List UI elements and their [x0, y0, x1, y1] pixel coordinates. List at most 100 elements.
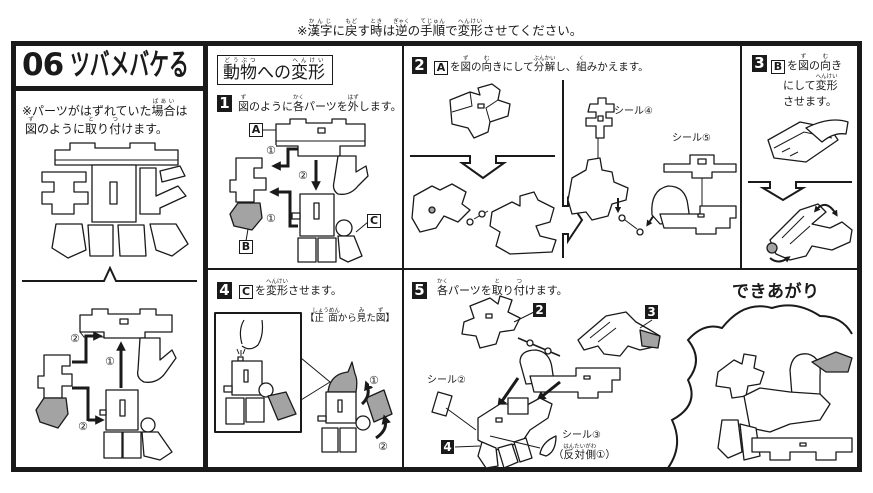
- detail-line: [781, 215, 811, 245]
- remove-arrow: [271, 147, 298, 171]
- furigana-word: 図ず: [375, 308, 386, 324]
- leg-part: [339, 427, 357, 453]
- furigana-word: 変形へんけい: [291, 58, 325, 83]
- slot: [119, 318, 129, 325]
- slot: [583, 375, 591, 380]
- arrow-label: ①: [369, 374, 379, 387]
- leg-part: [225, 397, 245, 425]
- part-b-wing: [805, 119, 849, 143]
- arrow-label: ①: [105, 355, 115, 368]
- arrow-label: ②: [78, 420, 88, 433]
- head-dome: [327, 361, 358, 393]
- sticker-window: [697, 158, 707, 165]
- small-part: [624, 219, 638, 230]
- furigana-word: 時とき: [370, 19, 383, 38]
- completed-label: できあがり: [732, 282, 820, 302]
- sticker-5-label: シール⑤: [672, 133, 711, 144]
- furigana-word: 漢字かんじ: [307, 19, 333, 38]
- step-3-instruction-line-2: にして変形へんけい: [783, 74, 838, 92]
- leg-part: [477, 441, 499, 469]
- step-5-instruction: 各かくパーツを取とり付つけます。: [437, 279, 568, 297]
- small-part: [526, 339, 534, 347]
- rotate-arrow: [375, 414, 391, 440]
- leg-part: [717, 419, 743, 459]
- arrow-label: ②: [298, 169, 308, 182]
- attach-arrow: [72, 386, 105, 425]
- tail-part: [267, 391, 297, 421]
- callout-wedge: [300, 357, 331, 401]
- part-a-hook: [332, 155, 369, 195]
- kanji-form-figure: [41, 142, 189, 259]
- leg-part: [513, 437, 533, 463]
- base-piece: [659, 205, 737, 235]
- part-b-transformed: [769, 203, 853, 261]
- furigana-word: 取と: [85, 117, 98, 136]
- furigana-word: 動物どうぶつ: [223, 58, 257, 83]
- part-b: [229, 157, 267, 203]
- body-window: [243, 369, 249, 383]
- part-letter-box: C: [239, 285, 253, 299]
- step-5-badge: 5: [412, 282, 427, 299]
- furigana-word: 図ず: [798, 54, 809, 72]
- step3-divider: [740, 46, 742, 268]
- furigana-word: 戻もど: [345, 19, 358, 38]
- sticker-3-opposite-side-note: （反対側はんたいがわ①）: [553, 444, 616, 461]
- furigana-word: 図ず: [238, 95, 249, 113]
- part-a-label: A: [249, 123, 263, 137]
- down-arrow-separator: [748, 181, 852, 202]
- leg-part: [337, 235, 363, 263]
- joint-ball: [355, 415, 371, 431]
- tail-piece: [715, 353, 765, 399]
- reattach-note-line-1: ※パーツがはずれていた場合ばあいは: [22, 99, 188, 118]
- title-divider: [11, 86, 208, 91]
- body-window: [313, 202, 320, 220]
- part-letter-box: A: [434, 61, 448, 75]
- furigana-word: 付つ: [109, 117, 122, 136]
- part-b-label: B: [239, 240, 253, 254]
- furigana-word: 向む: [481, 56, 493, 73]
- base-piece: [529, 367, 621, 399]
- tail-part: [365, 389, 393, 423]
- beak-piece: [811, 351, 853, 373]
- part-b-foot: [229, 202, 263, 231]
- head-piece: [789, 353, 821, 397]
- thought-bubble: [667, 304, 853, 469]
- step-2-badge: 2: [412, 57, 427, 74]
- joint-ball: [258, 382, 274, 398]
- side-nub: [223, 385, 233, 393]
- furigana-word: 反対側はんたいがわ: [563, 444, 597, 461]
- slot: [799, 442, 807, 447]
- model-name: ツバメバケる: [70, 48, 189, 83]
- furigana-word: 分解ぶんかい: [533, 56, 556, 73]
- arrow-label: ①: [266, 212, 276, 225]
- callout-leader: [454, 445, 481, 448]
- side-nub: [291, 212, 301, 220]
- attach-arrow: [72, 331, 103, 364]
- part-a-rotated: [449, 83, 511, 139]
- wing-tip: [639, 329, 661, 349]
- furigana-word: 各かく: [437, 279, 449, 297]
- leg-part: [51, 223, 87, 259]
- sticker-5: [663, 154, 737, 179]
- furigana-word: 逆ぎゃく: [393, 19, 410, 38]
- rotate-arrow: [769, 256, 791, 263]
- furigana-word: 図ず: [25, 117, 38, 136]
- front-view-caption: 【正面しょうめんから見みた図ず】: [305, 308, 395, 324]
- remove-arrow: [269, 187, 298, 228]
- small-part: [636, 228, 644, 236]
- body-window: [119, 399, 126, 417]
- part-a: [275, 118, 366, 157]
- right-arrow-separator: [562, 80, 584, 258]
- furigana-word: 変形へんけい: [266, 279, 289, 297]
- arrow-label: ②: [378, 440, 388, 453]
- furigana-word: 場合ばあい: [151, 99, 176, 118]
- reverse-transform-note: ※漢字かんじに戻もどす時ときは逆ぎゃくの手順てじゅんで変形へんけいさせてください…: [297, 19, 583, 38]
- label-leader: [355, 221, 369, 233]
- leg-part: [245, 397, 265, 423]
- leg-part: [297, 237, 317, 263]
- callout-leader: [639, 319, 653, 329]
- small-part: [544, 347, 552, 355]
- down-arrow-separator: [410, 155, 555, 180]
